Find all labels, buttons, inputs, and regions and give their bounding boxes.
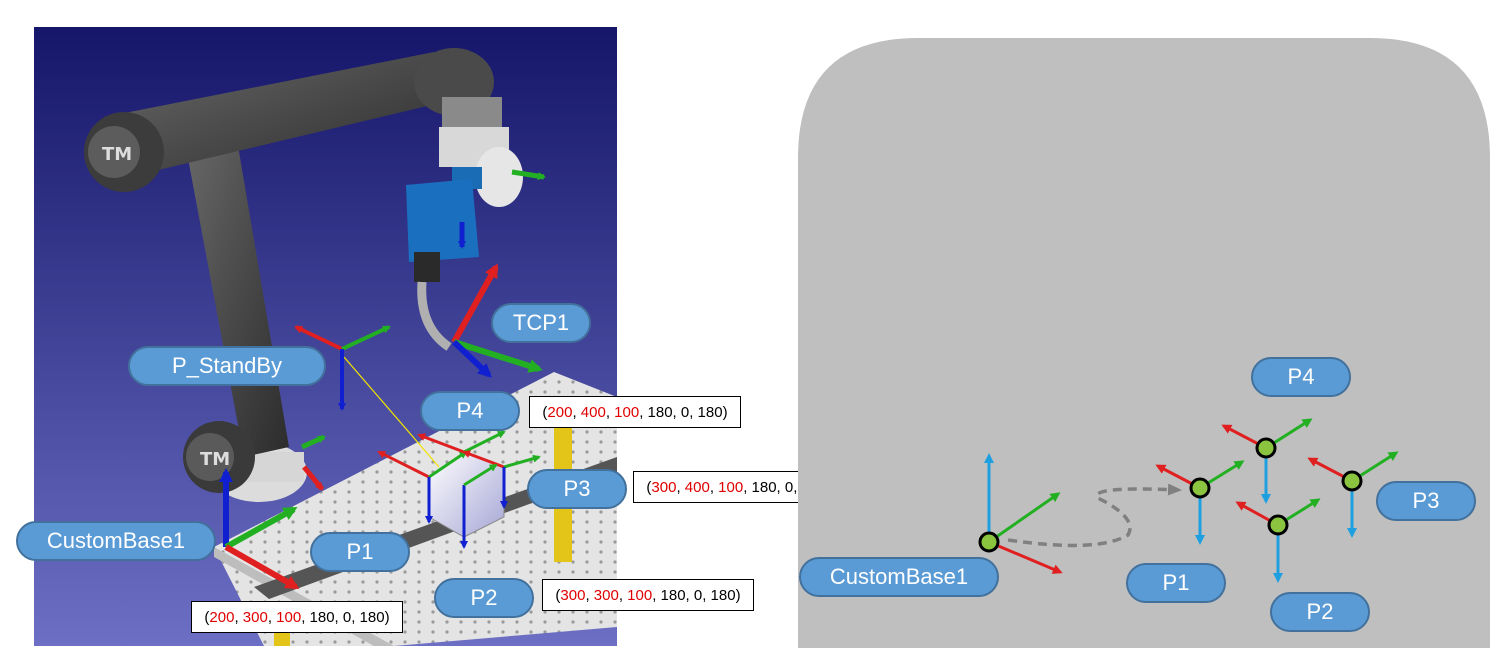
schematic-label-p1: P1: [1126, 563, 1226, 603]
coord-p2-rest: , 180, 0, 180: [652, 586, 736, 604]
coord-box-custombase1: (200, 300, 100, 180, 0, 180): [191, 601, 403, 633]
schematic-p4-frame: [1221, 418, 1313, 504]
coord-p4-z: 100: [614, 403, 640, 421]
svg-text:TM: TM: [200, 449, 230, 470]
schematic-label-p3: P3: [1376, 481, 1476, 521]
label-p2: P2: [434, 578, 534, 618]
coord-box-p2: (300, 300, 100, 180, 0, 180): [542, 579, 754, 611]
coord-p4-x: 200: [547, 403, 573, 421]
coord-p4-rest: , 180, 0, 180: [639, 403, 723, 421]
tool-frame: [458, 169, 546, 249]
motion-link-line: [343, 356, 440, 468]
schematic-custombase1-frame: [978, 453, 1063, 574]
frame-schematic-drawing: [798, 38, 1490, 648]
coord-p3-z: 100: [718, 478, 744, 496]
coord-p3-y: 400: [684, 478, 710, 496]
label-p4-text: P4: [456, 398, 484, 423]
schematic-label-p1-text: P1: [1162, 570, 1190, 595]
schematic-label-custombase1: CustomBase1: [799, 557, 999, 597]
label-p-standby: P_StandBy: [128, 346, 326, 386]
label-p4: P4: [420, 391, 520, 431]
schematic-label-p2-text: P2: [1306, 599, 1334, 624]
label-p1-text: P1: [346, 539, 374, 564]
label-p3: P3: [527, 469, 627, 509]
schematic-p2-frame: [1235, 498, 1321, 583]
coord-p2-z: 100: [627, 586, 653, 604]
cube-frames: [377, 430, 541, 549]
label-tcp1-text: TCP1: [512, 310, 570, 335]
schematic-label-p2: P2: [1270, 592, 1370, 632]
label-p3-text: P3: [563, 476, 591, 501]
coord-base-rest: , 180, 0, 180: [301, 608, 385, 626]
label-custombase1-text: CustomBase1: [46, 528, 186, 553]
schematic-p1-frame: [1155, 460, 1245, 545]
coord-p2-y: 300: [593, 586, 619, 604]
coord-base-z: 100: [276, 608, 302, 626]
label-p-standby-text: P_StandBy: [171, 353, 283, 378]
schematic-label-p4-text: P4: [1287, 364, 1315, 389]
coord-box-p4: (200, 400, 100, 180, 0, 180): [529, 396, 741, 428]
p-standby-frame: [294, 325, 391, 411]
label-custombase1: CustomBase1: [16, 521, 216, 561]
label-p2-text: P2: [470, 585, 498, 610]
schematic-label-custombase1-text: CustomBase1: [829, 564, 969, 589]
schematic-label-p3-text: P3: [1412, 488, 1440, 513]
schematic-label-p4: P4: [1251, 357, 1351, 397]
coord-p4-y: 400: [580, 403, 606, 421]
coord-base-y: 300: [242, 608, 268, 626]
schematic-p3-frame: [1307, 451, 1399, 538]
label-tcp1: TCP1: [491, 303, 591, 343]
schematic-motion-path: [1007, 483, 1182, 548]
coord-base-x: 200: [209, 608, 235, 626]
schematic-background: [798, 38, 1490, 648]
coord-p2-x: 300: [560, 586, 586, 604]
frame-schematic-panel: [798, 38, 1490, 648]
svg-text:TM: TM: [102, 144, 132, 165]
tcp1-frame: [451, 263, 543, 378]
label-p1: P1: [310, 532, 410, 572]
coord-p3-x: 300: [651, 478, 677, 496]
custombase1-frame: [219, 434, 326, 590]
